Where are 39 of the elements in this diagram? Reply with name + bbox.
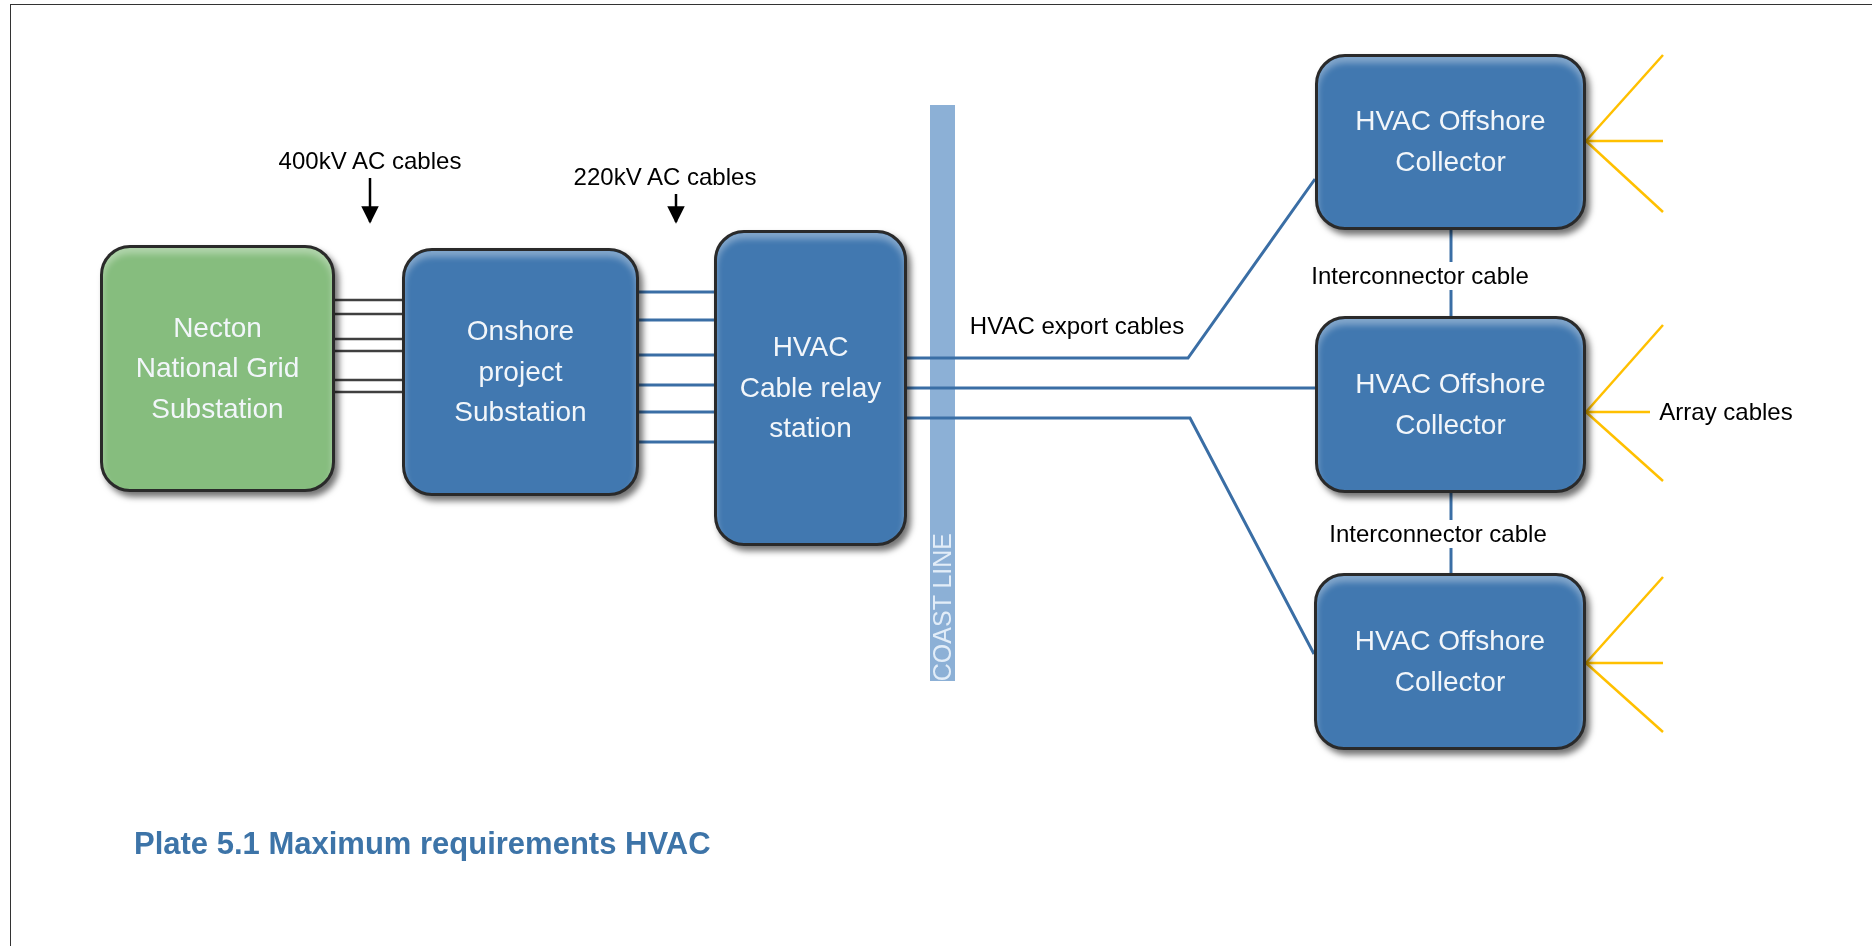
cable-line bbox=[907, 178, 1317, 360]
cable-line bbox=[1585, 54, 1664, 142]
cable-line bbox=[1585, 576, 1664, 664]
cable-line bbox=[1585, 140, 1664, 213]
station-box: HVAC Offshore Collector bbox=[1314, 573, 1586, 750]
leader-arrow bbox=[361, 178, 379, 224]
station-box: HVAC Offshore Collector bbox=[1315, 316, 1586, 493]
cable-line bbox=[907, 416, 1316, 655]
cable-line bbox=[335, 312, 402, 316]
cable-line bbox=[335, 337, 402, 341]
cable-line bbox=[907, 386, 1315, 390]
cable-line bbox=[639, 410, 714, 414]
cable-line bbox=[335, 349, 402, 353]
cable-line bbox=[639, 440, 714, 444]
cable-line bbox=[1585, 324, 1664, 413]
cable-line bbox=[1585, 411, 1664, 482]
cable-line bbox=[639, 290, 714, 294]
cable-line bbox=[1586, 139, 1663, 143]
cable-line bbox=[639, 318, 714, 322]
station-box: HVAC Offshore Collector bbox=[1315, 54, 1586, 230]
leader-arrow bbox=[667, 194, 685, 224]
caption: Plate 5.1 Maximum requirements HVAC bbox=[134, 826, 711, 862]
cable-line bbox=[639, 353, 714, 357]
cable-line bbox=[1585, 662, 1664, 733]
cable-line bbox=[335, 390, 402, 394]
callout-text: 400kV AC cables bbox=[270, 144, 470, 178]
cable-line bbox=[1449, 230, 1453, 316]
cable-line bbox=[335, 378, 402, 382]
cable-line bbox=[1586, 410, 1650, 414]
cable-line bbox=[639, 383, 714, 387]
cable-line bbox=[1449, 493, 1453, 573]
callout-text: Array cables bbox=[1650, 396, 1802, 428]
station-box: Onshore project Substation bbox=[402, 248, 639, 496]
station-box: HVAC Cable relay station bbox=[714, 230, 907, 546]
coast-line-band: COAST LINE bbox=[930, 105, 955, 681]
cable-line bbox=[1586, 661, 1663, 665]
substation-box: Necton National Grid Substation bbox=[100, 245, 335, 492]
cable-line bbox=[335, 298, 402, 302]
callout-text: 220kV AC cables bbox=[565, 160, 765, 194]
